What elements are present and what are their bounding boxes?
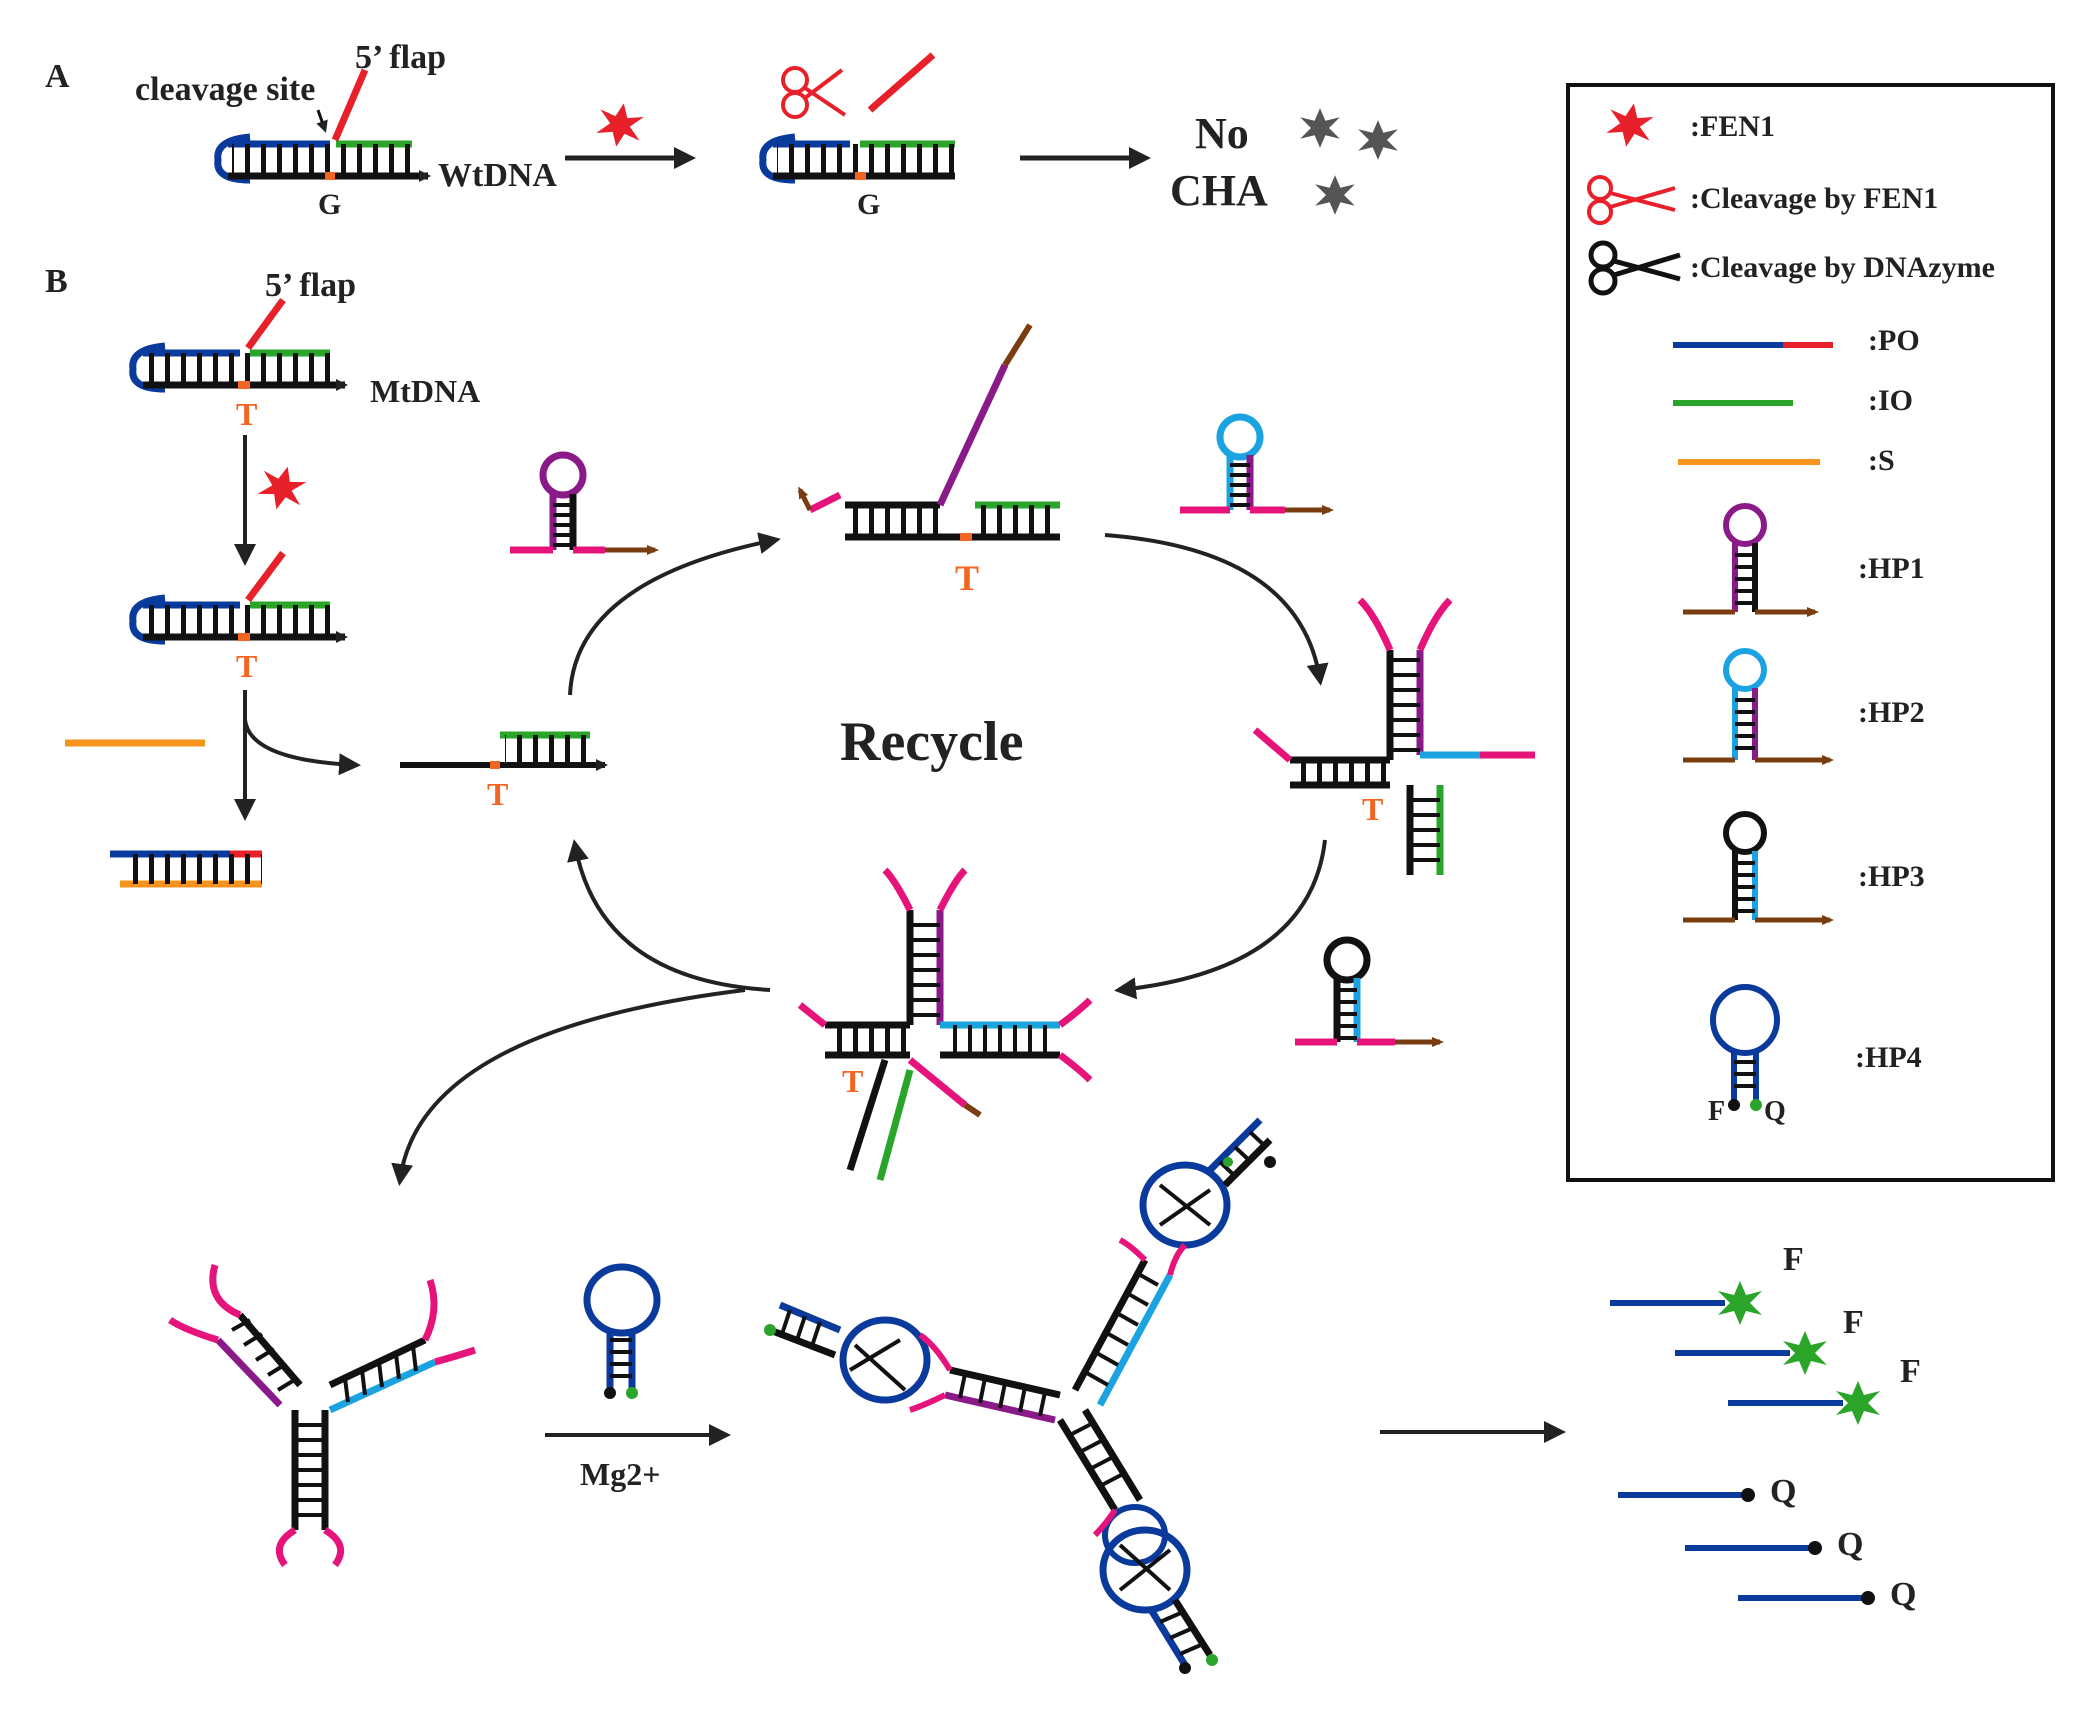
legend-box: :FEN1 :Cleavage by FEN1 :Cleavage by DNA… [1566,83,2055,1182]
released-flap [867,52,936,113]
quenched-stars [1300,108,1398,215]
io-target-complex [400,731,608,771]
quench-q-3: Q [1890,1576,1916,1613]
mtdna-duplex [129,297,348,393]
hp3-free [1295,936,1444,1047]
recycle-label: Recycle [840,711,1023,773]
fen1-enzyme-icon-b [255,461,309,515]
base-t-1: T [236,396,257,432]
fluor-f-1: F [1783,1241,1804,1278]
legend-io: :IO [1868,384,1913,417]
cycle-arrow-2 [1104,533,1329,686]
legend-hp2-icon [1683,648,1834,765]
exit-arrow [391,988,746,1186]
base-t-2: T [236,648,257,684]
fluor-f-2: F [1843,1304,1864,1341]
legend-cleave-dnazyme: :Cleavage by DNAzyme [1690,251,1995,284]
legend-cleave-fen1: :Cleavage by FEN1 [1690,182,1938,215]
hp4-free [583,1263,661,1399]
no-cha-line1: No [1195,109,1249,158]
legend-s: :S [1868,444,1895,477]
mtdna-duplex-bound [129,550,348,645]
base-t-3: T [487,776,508,812]
panel-b-letter: B [45,263,68,300]
wtdna-cleaved [759,52,955,184]
panel-a: A cleavage site 5’ flap G WtDNA [45,39,1398,221]
target-hp1-hp2-hp3-complex [797,867,1093,1181]
legend-hp2: :HP2 [1858,696,1925,729]
quench-q-1: Q [1770,1473,1796,1510]
base-g-1: G [318,188,341,221]
mg-label: Mg2+ [580,1456,660,1492]
five-prime-flap-label-a: 5’ flap [355,39,446,76]
base-t-6: T [842,1063,863,1099]
cycle-arrow-1 [568,532,781,696]
fluor-f-3: F [1900,1353,1921,1390]
y-junction-dnazyme-complex [764,1117,1276,1674]
arrow-b-branch [243,719,361,776]
legend-hp4-icon [1710,984,1780,1111]
cleavage-site-label: cleavage site [135,71,315,108]
wt-flap [331,68,369,142]
target-hp1-hp2-complex [1252,597,1535,875]
cleaved-quencher-products [1618,1488,1875,1605]
panel-b: B 5’ flap T MtDNA T [45,263,1921,1674]
wtdna-duplex [214,68,431,184]
cleavage-site-pointer [316,109,328,133]
legend-hp4: :HP4 [1855,1041,1922,1074]
cycle-arrow-4 [567,839,771,992]
legend-fen1: :FEN1 [1690,110,1775,143]
wtdna-label: WtDNA [438,157,557,194]
five-prime-flap-label-b: 5’ flap [265,267,356,304]
no-cha-line2: CHA [1170,166,1268,215]
panel-a-letter: A [45,58,70,95]
hp1-free [510,451,659,555]
base-t-4: T [955,558,979,598]
fen1-enzyme-icon-a [594,99,646,151]
base-t-5: T [1362,791,1383,827]
legend-hp4-f: F [1708,1096,1725,1127]
legend-hp1: :HP1 [1858,552,1925,585]
mtdna-label: MtDNA [370,373,480,409]
legend-hp1-icon [1683,503,1819,617]
base-g-2: G [857,188,880,221]
legend-hp3: :HP3 [1858,860,1925,893]
legend-scissors-fen1-icon [1587,175,1676,225]
legend-hp3-icon [1683,811,1834,925]
target-hp1-complex [797,323,1060,541]
y-junction-product [168,1264,477,1568]
po-s-duplex [110,850,262,888]
cleaved-fluorophore-products [1610,1281,1880,1425]
cycle-arrow-3 [1114,839,1327,1000]
legend-po: :PO [1868,324,1920,357]
hp2-free [1180,413,1334,515]
legend-scissors-dnazyme-icon [1588,240,1681,296]
scissors-fen1-icon [781,66,847,119]
legend-hp4-q: Q [1764,1096,1786,1127]
quench-q-2: Q [1837,1526,1863,1563]
